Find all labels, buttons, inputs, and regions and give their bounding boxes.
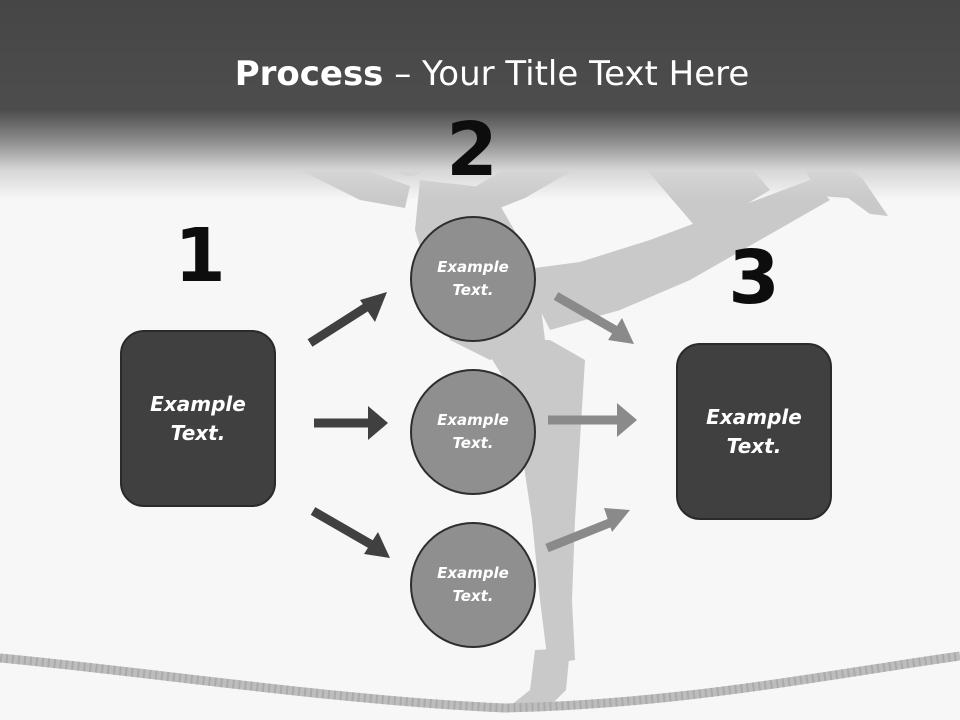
step-2-circle-bottom: Example Text. bbox=[410, 522, 536, 648]
step-2-circle-middle: Example Text. bbox=[410, 369, 536, 495]
step-number-2: 2 bbox=[446, 107, 498, 193]
arrow-to-bottom-circle bbox=[310, 507, 390, 558]
step-number-1: 1 bbox=[174, 213, 226, 299]
step-1-box: Example Text. bbox=[120, 330, 276, 507]
header-band bbox=[0, 0, 960, 200]
arrows-dark bbox=[307, 292, 390, 558]
title-bold: Process bbox=[234, 54, 384, 94]
step-3-box: Example Text. bbox=[676, 343, 832, 520]
arrows-light bbox=[545, 292, 637, 553]
step-number-3: 3 bbox=[728, 235, 780, 321]
arrow-top-to-box3 bbox=[553, 292, 634, 344]
arrow-middle-to-box3 bbox=[548, 403, 637, 437]
title-rest: – Your Title Text Here bbox=[383, 54, 750, 94]
arrow-bottom-to-box3 bbox=[545, 508, 630, 553]
arrow-to-top-circle bbox=[307, 292, 387, 347]
page-title: Process – Your Title Text Here bbox=[0, 52, 960, 96]
tightrope bbox=[0, 651, 960, 713]
arrow-to-middle-circle bbox=[314, 406, 388, 440]
step-2-circle-top: Example Text. bbox=[410, 216, 536, 342]
